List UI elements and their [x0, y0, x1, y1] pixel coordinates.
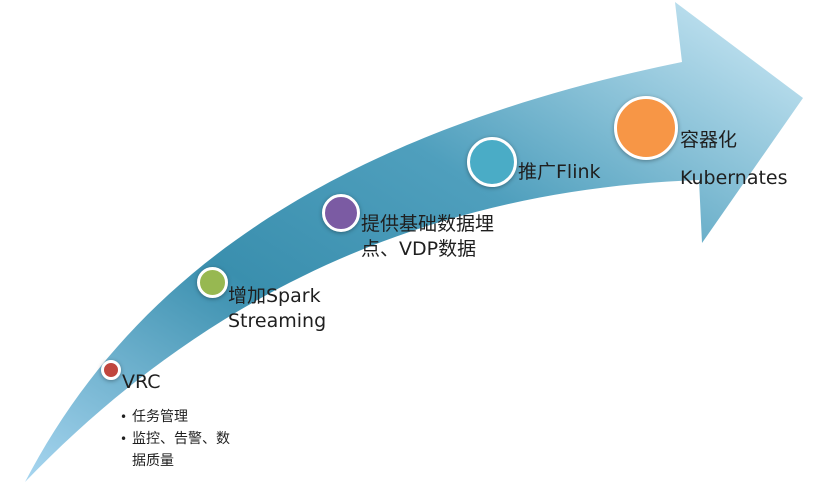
milestone-dot-spark	[197, 267, 228, 298]
milestone-label-vdp: 提供基础数据埋点、VDP数据	[361, 213, 495, 260]
milestone-label-kubernates: Kubernates	[680, 167, 788, 189]
sub-item-task-management: 任务管理	[120, 406, 230, 428]
sub-item-monitoring: 监控、告警、数据质量	[120, 428, 230, 472]
milestone-label-flink: 推广Flink	[518, 161, 601, 183]
milestone-dot-flink	[467, 137, 517, 187]
arrow-body	[25, 2, 803, 482]
milestone-dot-vdp	[322, 194, 360, 232]
milestone-label-spark: 增加Spark Streaming	[228, 285, 327, 332]
milestone-dot-vrc	[101, 360, 121, 380]
milestone-dot-container	[614, 96, 678, 160]
milestone-label-vrc: VRC	[122, 371, 161, 393]
vrc-sub-list: 任务管理 监控、告警、数据质量	[120, 406, 230, 472]
milestone-label-container: 容器化	[680, 129, 738, 151]
